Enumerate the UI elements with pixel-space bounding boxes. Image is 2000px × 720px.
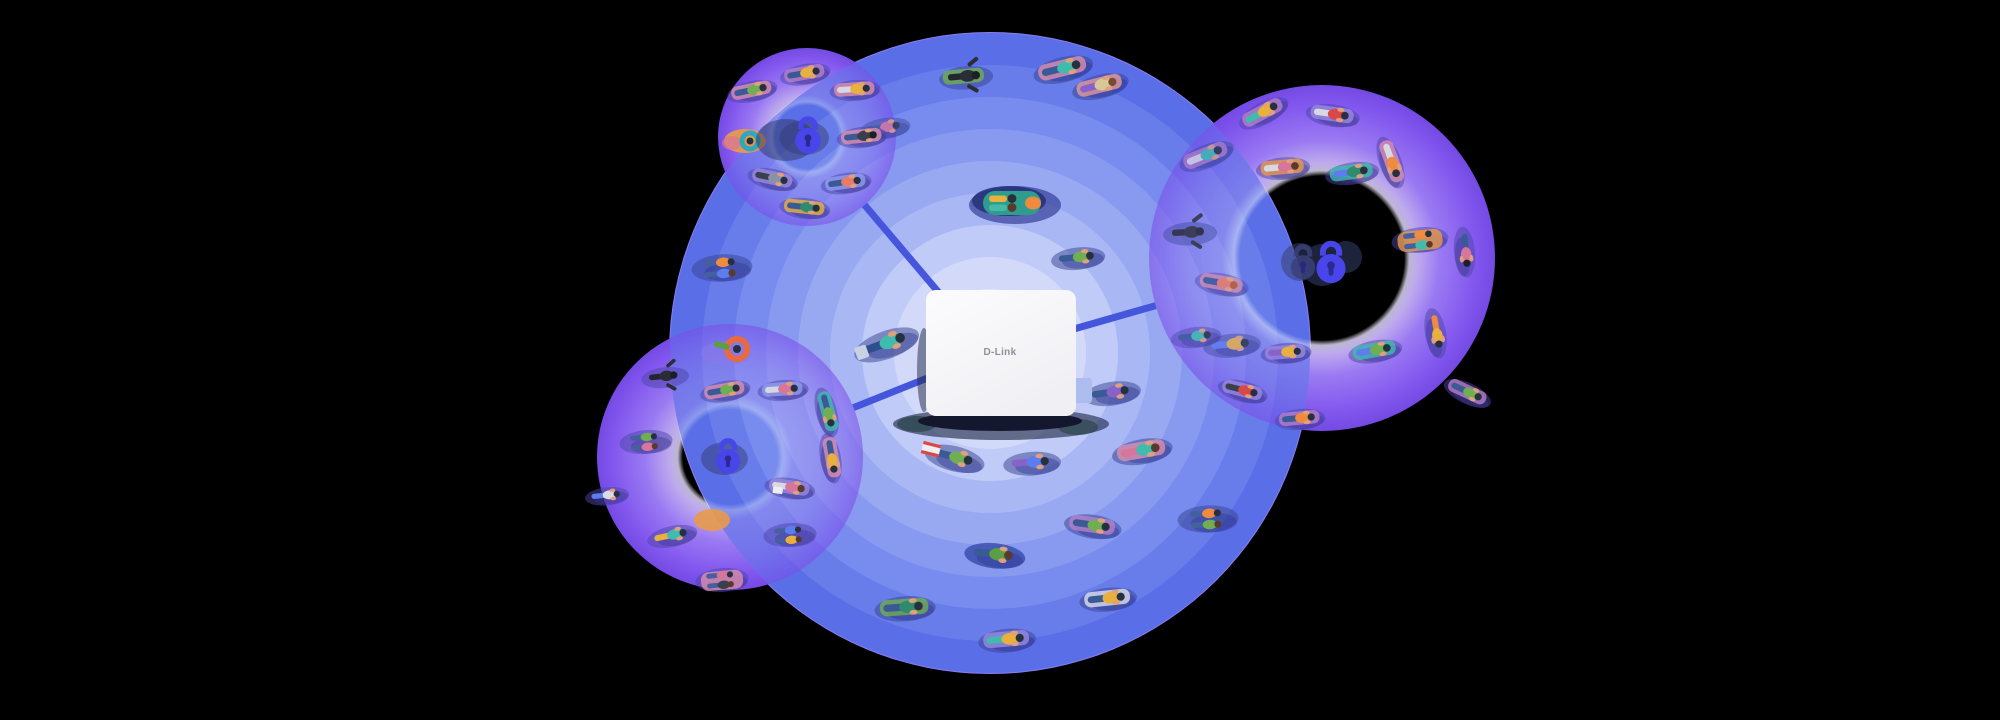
svg-text:D-Link: D-Link	[984, 347, 1017, 358]
